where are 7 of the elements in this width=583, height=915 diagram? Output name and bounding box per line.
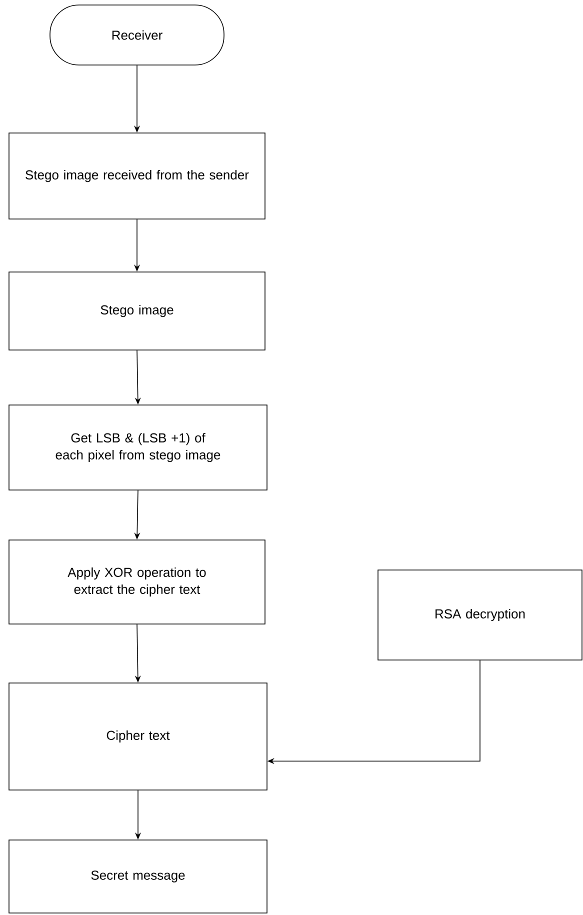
process-box: RSA decryption (378, 570, 582, 660)
process-box: Apply XOR operation to extract the cipher text (8, 540, 266, 624)
process-box: Cipher text (8, 682, 268, 790)
process-box: Stego image received from the sender (8, 132, 266, 220)
process-box: Stego image (8, 272, 266, 350)
process-box: Secret message (8, 840, 268, 914)
process-box: Get LSB & (LSB +1) of each pixel from stego image (8, 404, 268, 490)
